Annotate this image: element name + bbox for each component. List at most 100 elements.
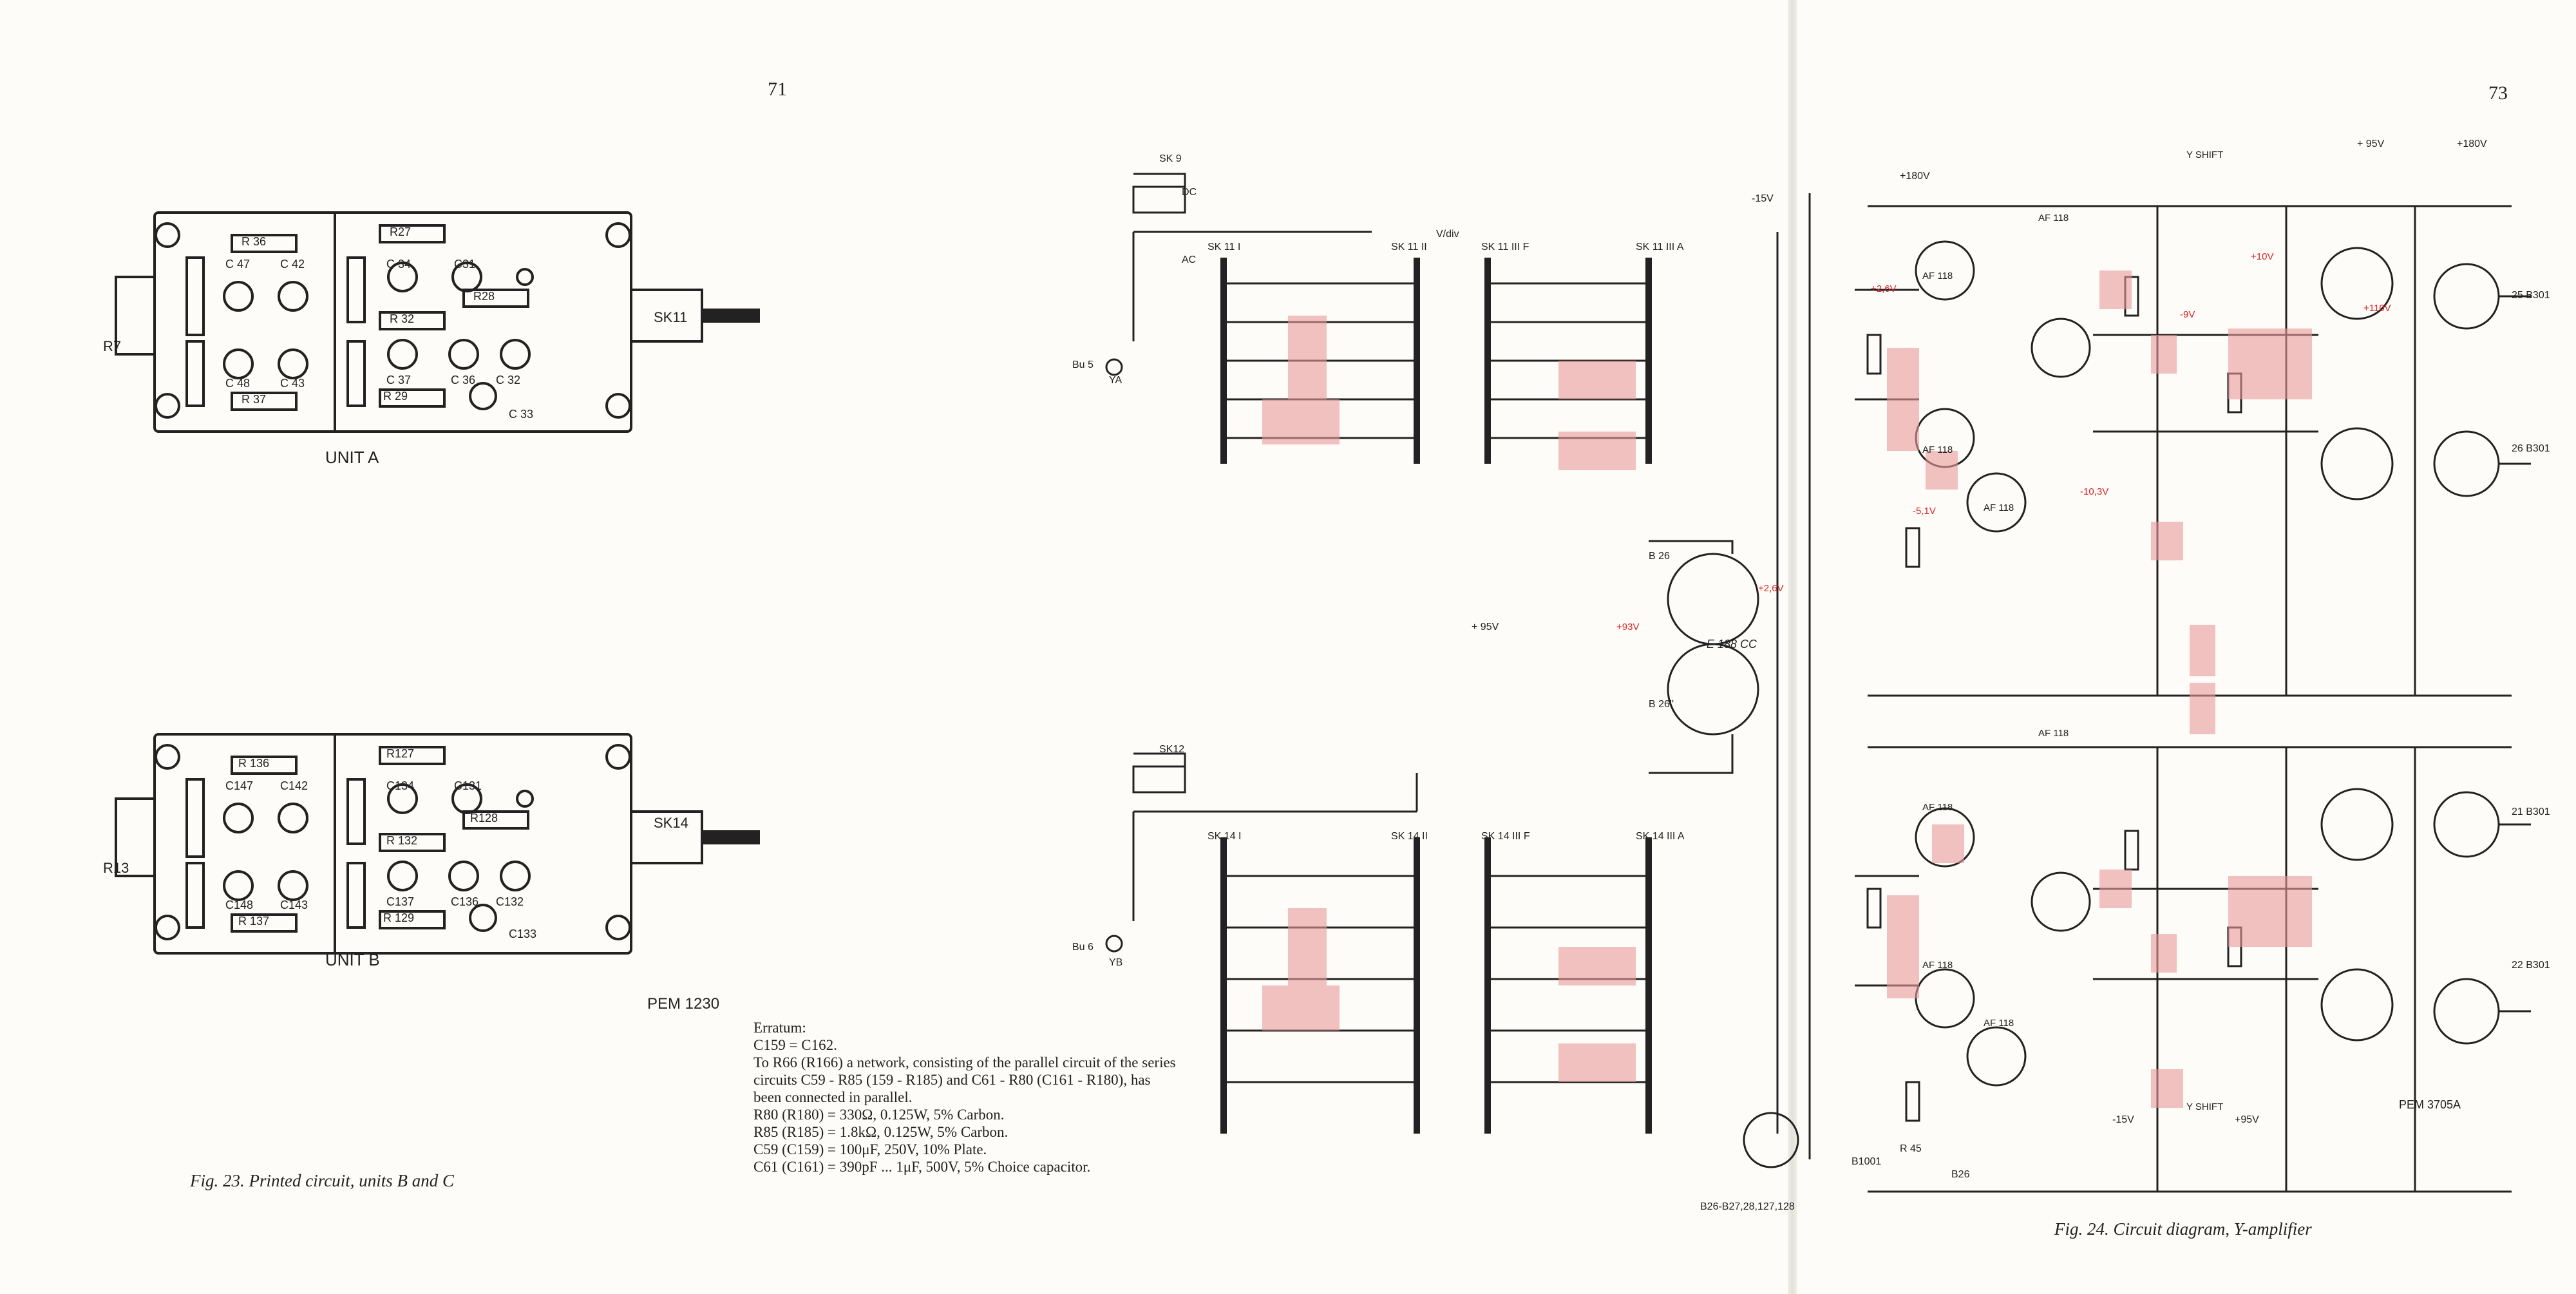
- unit-a-c34: C 34: [386, 258, 412, 271]
- unit-b-r129: R 129: [383, 911, 415, 924]
- input-bu5-label: Bu 5: [1072, 359, 1094, 370]
- vdiv-label-top: V/div: [1436, 229, 1459, 240]
- unit-a-left-resistor: R7: [103, 338, 122, 354]
- unit-a-c37: C 37: [386, 374, 412, 386]
- unit-a-r27: R27: [390, 225, 412, 238]
- voltage-annotation: +2,6V: [1871, 283, 1897, 294]
- unit-a-r37: R 37: [242, 393, 267, 406]
- page-number-left: 71: [768, 79, 787, 100]
- pin-diagram-label: B26-B27,28,127,128: [1700, 1201, 1795, 1212]
- voltage-annotation: +93V: [1616, 622, 1640, 633]
- figure-24-caption: Fig. 24. Circuit diagram, Y-amplifier: [2054, 1219, 2312, 1239]
- transistor-label: AF 118: [1922, 444, 1953, 455]
- tube-b26b-label: B 26'': [1649, 699, 1674, 710]
- b26-small-label: B26: [1951, 1169, 1970, 1180]
- unit-b-r132: R 132: [386, 834, 418, 847]
- unit-b-r128: R128: [470, 812, 498, 824]
- unit-a-c33: C 33: [509, 408, 534, 421]
- input-ya-label: YA: [1109, 375, 1122, 386]
- sk14-iiif-label: SK 14 III F: [1481, 831, 1530, 842]
- unit-a-c48: C 48: [225, 377, 251, 390]
- transistor-label: AF 118: [1984, 1018, 2014, 1029]
- sk14-ii-label: SK 14 II: [1391, 831, 1428, 842]
- unit-b-shaft-label: SK14: [654, 815, 688, 831]
- sk11-ii-label: SK 11 II: [1391, 242, 1427, 252]
- voltage-annotation: -10,3V: [2080, 486, 2109, 497]
- transistor-label: AF 118: [1922, 960, 1953, 971]
- pem-code-right: PEM 3705A: [2399, 1098, 2461, 1111]
- unit-b-c134: C134: [386, 779, 415, 792]
- unit-b-board: [115, 733, 760, 955]
- output-26-b301: 26 B301: [2512, 443, 2550, 454]
- erratum-line: C59 (C159) = 100μF, 250V, 10% Plate.: [753, 1141, 987, 1157]
- transistor-label: AF 118: [2038, 728, 2069, 739]
- y-shift-label-bottom: Y SHIFT: [2186, 1101, 2224, 1112]
- unit-a-r32: R 32: [390, 312, 415, 325]
- erratum-title: Erratum:: [753, 1020, 806, 1036]
- unit-b-c143: C143: [280, 899, 308, 911]
- transistor-label: AF 118: [1922, 802, 1953, 813]
- unit-b-c133: C133: [509, 928, 537, 940]
- tube-e188cc-label: E 188 CC: [1707, 638, 1757, 651]
- unit-a-r29: R 29: [383, 390, 408, 403]
- input-yb-label: YB: [1109, 957, 1123, 968]
- erratum-line: C159 = C162.: [753, 1037, 837, 1053]
- sk11-iiia-label: SK 11 III A: [1636, 242, 1684, 252]
- erratum-line: R80 (R180) = 330Ω, 0.125W, 5% Carbon.: [753, 1107, 1005, 1123]
- figure-23-caption: Fig. 23. Printed circuit, units B and C: [190, 1171, 454, 1190]
- voltage-annotation: +10V: [2251, 251, 2274, 262]
- unit-a-shaft-label: SK11: [654, 309, 688, 325]
- unit-b-c131: C131: [454, 779, 482, 792]
- sk14-iiia-label: SK 14 III A: [1636, 831, 1685, 842]
- supply-180v-right: +180V: [2457, 138, 2487, 149]
- unit-a-c32: C 32: [496, 374, 521, 386]
- dc-label: DC: [1182, 187, 1197, 198]
- erratum-block: Erratum: C159 = C162. To R66 (R166) a ne…: [753, 1019, 1179, 1175]
- r45-label: R 45: [1900, 1143, 1922, 1154]
- unit-a-c43: C 43: [280, 377, 305, 390]
- supply-15v-top: -15V: [1752, 193, 1774, 204]
- erratum-line: C61 (C161) = 390pF ... 1μF, 500V, 5% Cho…: [753, 1159, 1091, 1175]
- unit-b-c132: C132: [496, 895, 524, 908]
- sk9-label: SK 9: [1159, 153, 1182, 164]
- sk11-iiif-label: SK 11 III F: [1481, 242, 1530, 252]
- erratum-line: To R66 (R166) a network, consisting of t…: [753, 1054, 1176, 1105]
- unit-b-left-resistor: R13: [103, 860, 129, 876]
- voltage-annotation: -5,1V: [1913, 506, 1936, 517]
- b1001-label: B1001: [1852, 1156, 1882, 1167]
- unit-b-r137: R 137: [238, 915, 270, 928]
- output-22-b301: 22 B301: [2512, 960, 2550, 971]
- sk11-i-label: SK 11 I: [1208, 242, 1241, 252]
- erratum-line: R85 (R185) = 1.8kΩ, 0.125W, 5% Carbon.: [753, 1124, 1009, 1140]
- voltage-annotation: +110V: [2363, 303, 2391, 314]
- supply-95v-left: + 95V: [1472, 622, 1499, 633]
- unit-b-c148: C148: [225, 899, 254, 911]
- unit-b-c142: C142: [280, 779, 308, 792]
- y-shift-label-top: Y SHIFT: [2186, 149, 2224, 160]
- ac-label: AC: [1182, 254, 1197, 265]
- unit-a-r36: R 36: [242, 235, 267, 248]
- unit-b-c147: C147: [225, 779, 254, 792]
- output-21-b301: 21 B301: [2512, 806, 2550, 817]
- transistor-label: AF 118: [2038, 213, 2069, 224]
- unit-b-r127: R127: [386, 747, 415, 760]
- unit-a-c36: C 36: [451, 374, 476, 386]
- unit-a-c47: C 47: [225, 258, 251, 271]
- page-number-right: 73: [2488, 82, 2508, 104]
- right-page: [1797, 0, 2576, 1294]
- unit-a-title: UNIT A: [325, 448, 379, 467]
- pcb-figure: [115, 211, 760, 955]
- y-amplifier-schematic: [1105, 173, 2531, 1193]
- supply-95v-bottom: +95V: [2235, 1114, 2259, 1125]
- sk12-label: SK12: [1159, 744, 1185, 755]
- pem-code-left: PEM 1230: [647, 995, 720, 1013]
- supply-180v-top: +180V: [1900, 171, 1930, 182]
- unit-b-c136: C136: [451, 895, 479, 908]
- transistor-label: AF 118: [1922, 271, 1953, 281]
- unit-b-title: UNIT B: [325, 950, 380, 969]
- unit-a-c42: C 42: [280, 258, 305, 271]
- voltage-annotation: +2,6V: [1758, 583, 1784, 594]
- unit-a-board: [115, 211, 760, 433]
- unit-b-c137: C137: [386, 895, 415, 908]
- unit-a-c31: C31: [454, 258, 476, 271]
